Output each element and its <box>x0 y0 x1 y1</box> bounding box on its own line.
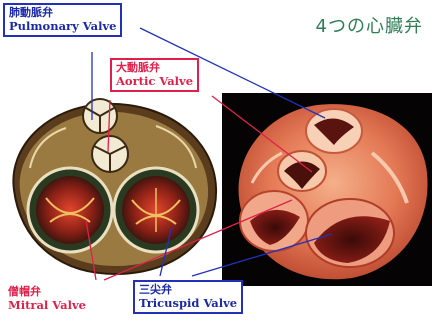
mitral-valve-label: 僧帽弁 Mitral Valve <box>2 282 92 316</box>
aortic-valve-jp: 大動脈弁 <box>116 62 193 75</box>
heart-valves-photo <box>222 93 432 286</box>
pulmonary-valve-label: 肺動脈弁 Pulmonary Valve <box>3 3 122 37</box>
pulmonary-valve-jp: 肺動脈弁 <box>9 7 116 20</box>
photo-illustration <box>222 93 432 286</box>
mitral-valve-jp: 僧帽弁 <box>8 286 86 299</box>
illustration-drawing <box>6 98 220 276</box>
heart-valves-illustration <box>6 98 220 276</box>
pulmonary-valve-en: Pulmonary Valve <box>9 20 116 33</box>
tricuspid-valve-label: 三尖弁 Tricuspid Valve <box>133 280 243 314</box>
tricuspid-valve-en: Tricuspid Valve <box>139 297 237 310</box>
mitral-valve-en: Mitral Valve <box>8 299 86 312</box>
aortic-valve-en: Aortic Valve <box>116 75 193 88</box>
tricuspid-valve-jp: 三尖弁 <box>139 284 237 297</box>
aortic-valve-label: 大動脈弁 Aortic Valve <box>110 58 199 92</box>
slide-title: 4つの心臓弁 <box>316 12 423 38</box>
